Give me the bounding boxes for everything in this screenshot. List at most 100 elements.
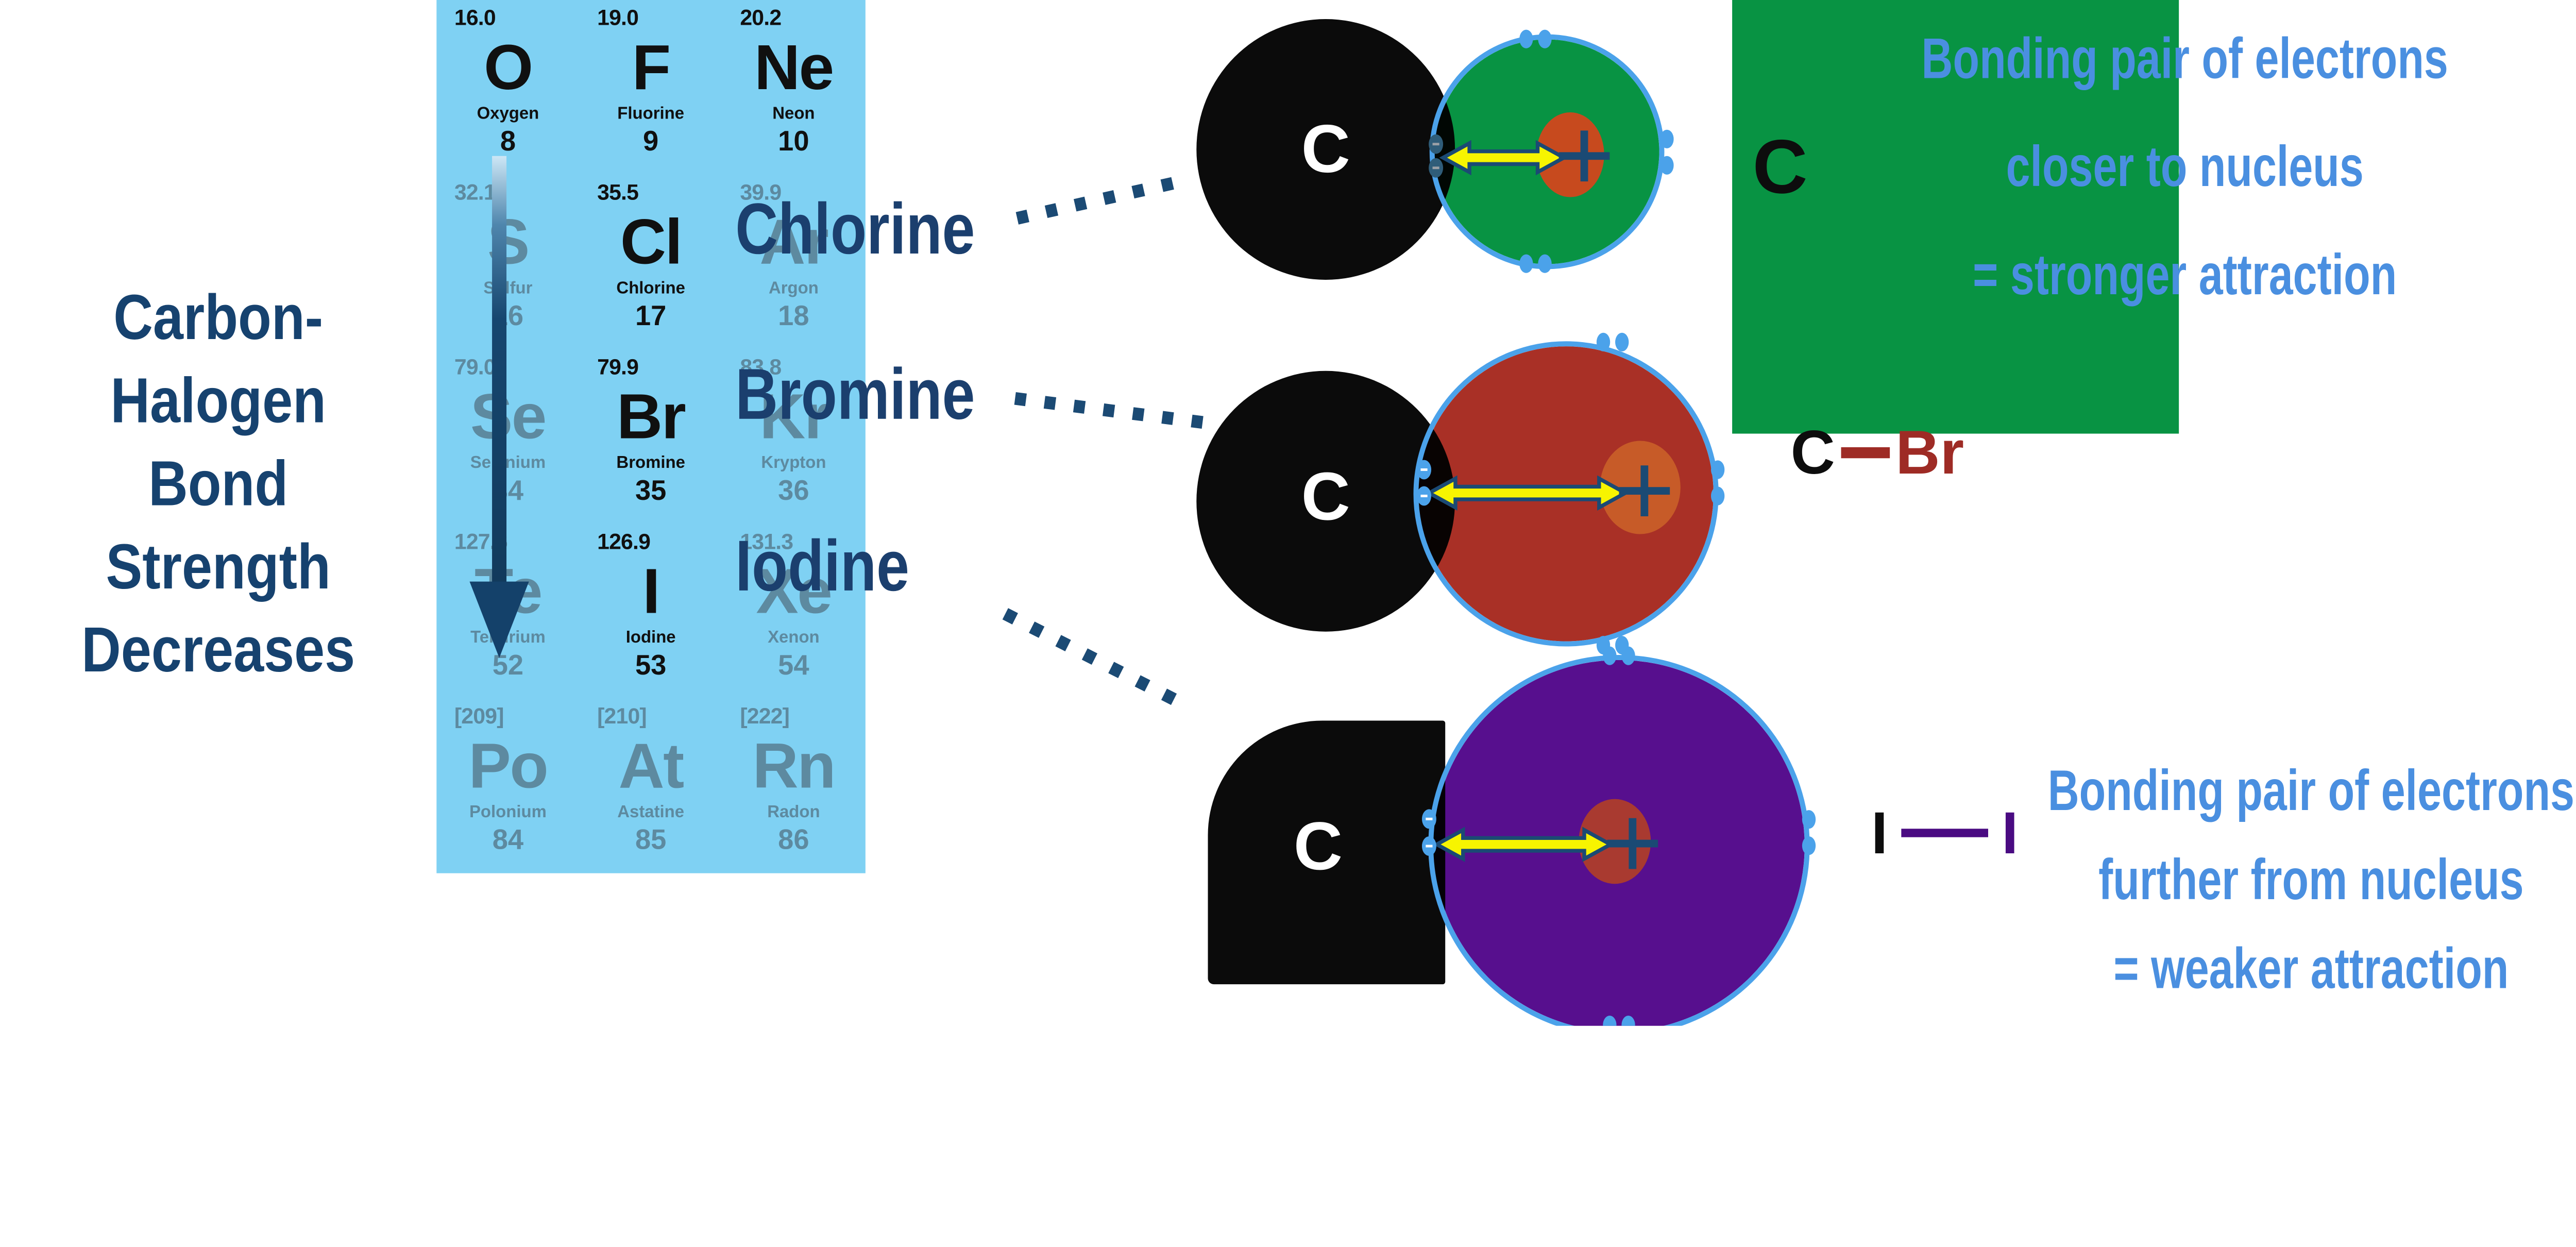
callout-bromine: Bromine bbox=[735, 353, 975, 435]
carbon-label-3: C bbox=[1293, 807, 1343, 884]
element-enum: 52 bbox=[492, 649, 524, 681]
element-sym: S bbox=[487, 206, 530, 278]
lone-pair-electron bbox=[1603, 1016, 1617, 1026]
element-sym: Ne bbox=[754, 31, 834, 103]
element-enum: 34 bbox=[492, 474, 524, 506]
dotted-line-chlorine bbox=[1015, 174, 1189, 225]
element-sym: O bbox=[484, 31, 533, 103]
stronger-attraction-note: Bonding pair of electrons closer to nucl… bbox=[1919, 4, 2451, 328]
lone-pair-electron bbox=[1802, 810, 1816, 829]
weaker-note-line-1: Bonding pair of electrons bbox=[2047, 758, 2574, 822]
element-enum: 17 bbox=[635, 299, 667, 331]
element-mass: 126.9 bbox=[597, 529, 651, 554]
element-enum: 86 bbox=[778, 823, 809, 855]
element-enum: 53 bbox=[635, 649, 667, 681]
bonding-electron bbox=[1421, 809, 1436, 829]
element-ename: Iodine bbox=[625, 628, 676, 647]
element-sym: Rn bbox=[752, 730, 836, 801]
element-mass: 39.9 bbox=[740, 180, 782, 205]
lone-pair-electron bbox=[1538, 254, 1552, 273]
bonding-electron bbox=[1417, 460, 1432, 480]
element-enum: 54 bbox=[778, 649, 809, 681]
element-mass: 20.2 bbox=[740, 5, 782, 30]
chlorine-zoom-square bbox=[1732, 0, 2179, 434]
lone-pair-electron bbox=[1621, 1016, 1635, 1026]
lone-pair-electron bbox=[1710, 486, 1725, 505]
element-enum: 16 bbox=[492, 299, 524, 331]
carbon-atom-shape-3 bbox=[1208, 720, 1446, 985]
lone-pair-electron bbox=[1615, 332, 1629, 351]
element-enum: 8 bbox=[500, 125, 516, 157]
lone-pair-electron bbox=[1538, 29, 1552, 48]
lone-pair-electron bbox=[1710, 460, 1725, 479]
element-mass: 127.6 bbox=[454, 529, 508, 554]
element-sym: Se bbox=[470, 380, 547, 452]
element-mass: 19.0 bbox=[597, 5, 639, 30]
carbon-atom-circle-2 bbox=[1196, 370, 1455, 632]
headline-line-2: Bond Strength bbox=[106, 447, 331, 602]
bonding-electron bbox=[1421, 836, 1436, 856]
element-sym: At bbox=[618, 730, 685, 801]
i-i-bond-dash-icon bbox=[1901, 829, 1988, 837]
element-ename: Argon bbox=[768, 278, 819, 297]
lone-pair-electron bbox=[1596, 332, 1611, 351]
element-sym: Br bbox=[617, 380, 686, 452]
lone-pair-electron bbox=[1519, 29, 1533, 48]
element-sym: Xe bbox=[756, 555, 832, 627]
element-ename: Chlorine bbox=[616, 278, 685, 297]
lone-pair-electron bbox=[1660, 156, 1674, 175]
dotted-line-bromine bbox=[1014, 392, 1215, 430]
element-sym: I bbox=[642, 555, 660, 627]
element-ename: Selenium bbox=[470, 453, 546, 472]
carbon-label-1: C bbox=[1301, 110, 1350, 187]
bonding-electron bbox=[1417, 486, 1432, 506]
element-ename: Neon bbox=[772, 104, 815, 123]
i-i-right: I bbox=[2002, 799, 2019, 866]
element-mass: 79.0 bbox=[454, 355, 496, 380]
weaker-note-line-3: = weaker attraction bbox=[2113, 936, 2509, 1001]
lone-pair-electron bbox=[1519, 254, 1533, 273]
element-enum: 18 bbox=[778, 299, 809, 331]
weaker-note-line-2: further from nucleus bbox=[2098, 847, 2524, 912]
element-ename: Xenon bbox=[768, 628, 820, 647]
c-br-bond-label: C Br bbox=[1791, 422, 1964, 483]
element-sym: Po bbox=[468, 730, 549, 801]
element-mass: [210] bbox=[597, 704, 647, 729]
plus-icon-iodine bbox=[1607, 818, 1658, 869]
c-br-bond-dash-icon bbox=[1841, 447, 1890, 458]
plus-icon-bromine bbox=[1619, 465, 1670, 516]
element-mass: 79.9 bbox=[597, 355, 639, 380]
plus-icon-chlorine bbox=[1558, 130, 1610, 182]
element-sym: Kr bbox=[759, 380, 829, 452]
element-ename: Tellurium bbox=[470, 628, 546, 647]
element-sym: Ar bbox=[759, 206, 829, 278]
element-ename: Krypton bbox=[761, 453, 826, 472]
element-ename: Astatine bbox=[617, 802, 685, 821]
headline-line-3: Decreases bbox=[81, 614, 355, 685]
element-mass: 32.1 bbox=[454, 180, 496, 205]
i-i-bond-label: I I bbox=[1871, 803, 2018, 863]
carbon-atom-circle-1 bbox=[1196, 19, 1455, 280]
element-mass: 35.5 bbox=[597, 180, 639, 205]
callout-chlorine: Chlorine bbox=[735, 189, 975, 269]
stronger-note-line-3: = stronger attraction bbox=[1973, 242, 2397, 307]
element-ename: Radon bbox=[767, 802, 820, 821]
element-ename: Oxygen bbox=[477, 104, 539, 123]
element-sym: Cl bbox=[620, 206, 683, 278]
stronger-note-line-1: Bonding pair of electrons bbox=[1921, 26, 2448, 91]
lone-pair-electron bbox=[1603, 646, 1617, 665]
element-ename: Bromine bbox=[616, 453, 685, 472]
